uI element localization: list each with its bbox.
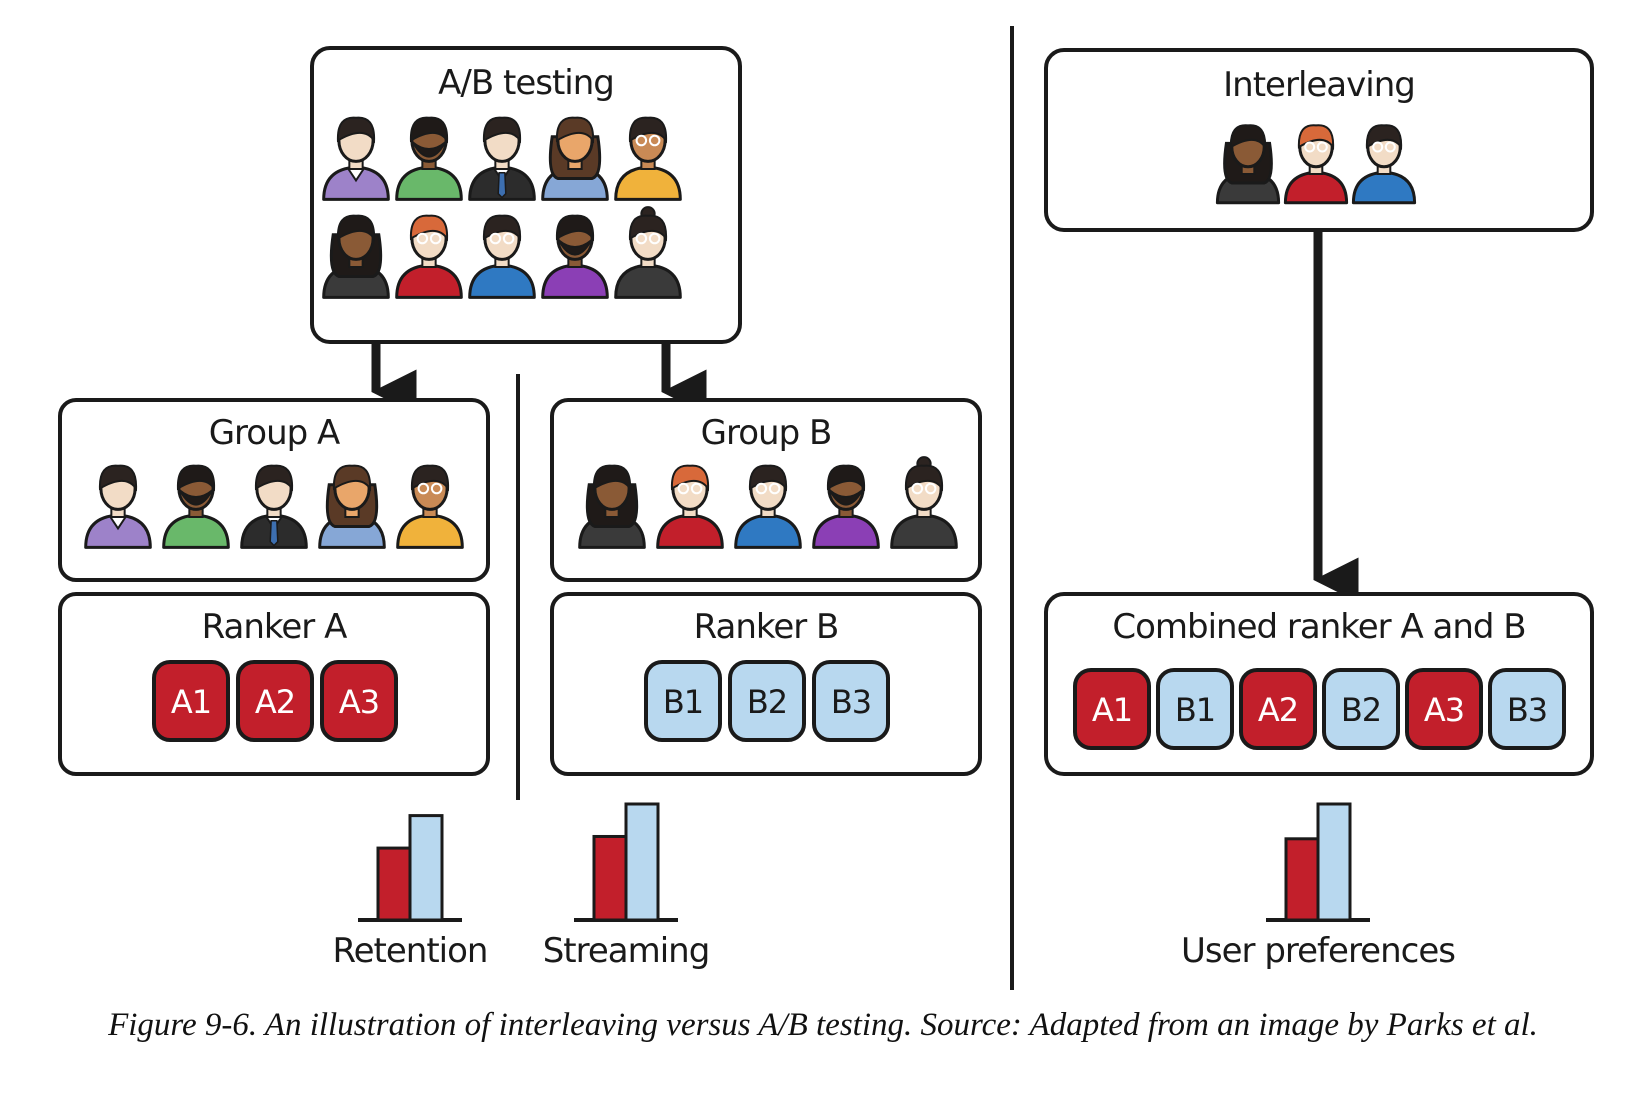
retention-label: Retention [333, 931, 488, 971]
bar-ranker-a [592, 834, 628, 922]
streaming-chart [574, 802, 678, 922]
group-a-title: Group A [209, 413, 340, 453]
bar-ranker-b [1316, 802, 1352, 922]
person-icon [1283, 124, 1349, 205]
person-icon [322, 214, 390, 299]
person-icon [614, 206, 682, 299]
ranked-item-b2: B2 [728, 660, 806, 742]
streaming-label: Streaming [543, 931, 710, 971]
person-icon [240, 464, 308, 549]
ranked-item-b1: B1 [1156, 668, 1234, 750]
ranked-item-label: B2 [1341, 691, 1381, 729]
person-icon [1351, 124, 1417, 205]
person-icon [541, 214, 609, 299]
ranked-item-b2: B2 [1322, 668, 1400, 750]
person-icon [890, 456, 958, 549]
person-icon [396, 464, 464, 549]
person-icon [1215, 124, 1281, 205]
ranked-item-a1: A1 [152, 660, 230, 742]
group-a-box: Group A [58, 398, 490, 582]
person-icon [812, 464, 880, 549]
person-icon [162, 464, 230, 549]
ranked-item-label: B1 [1175, 691, 1215, 729]
ranked-item-label: B2 [747, 683, 787, 721]
person-icon [578, 464, 646, 549]
ab-testing-title: A/B testing [438, 63, 614, 103]
ranked-item-a3: A3 [1405, 668, 1483, 750]
group-b-title: Group B [701, 413, 832, 453]
ranker-b-box: Ranker B B1 B2 B3 [550, 592, 982, 776]
interleaving-people [1215, 124, 1417, 205]
person-icon [541, 116, 609, 201]
person-icon [318, 464, 386, 549]
person-icon [395, 214, 463, 299]
retention-chart [358, 814, 462, 922]
person-icon [734, 464, 802, 549]
ranked-item-label: B1 [663, 683, 703, 721]
group-a-people [84, 464, 464, 549]
ranked-item-b3: B3 [812, 660, 890, 742]
ab-testing-box: A/B testing [310, 46, 742, 344]
interleaving-vs-ab-diagram: A/B testing Group A Ranker A A1 A2 A3 Grou… [58, 26, 1594, 990]
ranked-item-b3: B3 [1488, 668, 1566, 750]
ranked-item-label: A3 [339, 683, 379, 721]
ranked-item-a3: A3 [320, 660, 398, 742]
bar-ranker-a [376, 846, 412, 922]
ranked-item-b1: B1 [644, 660, 722, 742]
ranker-b-items: B1 B2 B3 [644, 660, 890, 742]
ranker-a-box: Ranker A A1 A2 A3 [58, 592, 490, 776]
interleaving-title: Interleaving [1223, 65, 1415, 105]
combined-ranker-title: Combined ranker A and B [1112, 607, 1525, 647]
person-icon [322, 116, 390, 201]
ranked-item-a2: A2 [1239, 668, 1317, 750]
interleaving-box: Interleaving [1044, 48, 1594, 232]
ranked-item-a2: A2 [236, 660, 314, 742]
ranked-item-label: A1 [171, 683, 211, 721]
person-icon [656, 464, 724, 549]
person-icon [468, 214, 536, 299]
ranker-b-title: Ranker B [694, 607, 839, 647]
combined-ranker-items: A1 B1 A2 B2 A3 B3 [1073, 668, 1566, 750]
ranked-item-label: A3 [1424, 691, 1464, 729]
group-b-box: Group B [550, 398, 982, 582]
ranked-item-label: A2 [1258, 691, 1298, 729]
ranked-item-label: B3 [1507, 691, 1547, 729]
person-icon [395, 116, 463, 201]
user-preferences-chart [1266, 802, 1370, 922]
ranked-item-label: A2 [255, 683, 295, 721]
person-icon [468, 116, 536, 201]
ranked-item-a1: A1 [1073, 668, 1151, 750]
bar-ranker-b [408, 814, 444, 922]
ranker-a-title: Ranker A [202, 607, 347, 647]
ranked-item-label: A1 [1092, 691, 1132, 729]
user-preferences-label: User preferences [1181, 931, 1455, 971]
figure-caption: Figure 9-6. An illustration of interleav… [108, 1007, 1538, 1043]
group-b-people [578, 456, 958, 549]
bar-ranker-b [624, 802, 660, 922]
ab-testing-people [322, 116, 682, 299]
person-icon [84, 464, 152, 549]
combined-ranker-box: Combined ranker A and B A1 B1 A2 B2 A3 B3 [1044, 592, 1594, 776]
bar-ranker-a [1284, 837, 1320, 922]
ranked-item-label: B3 [831, 683, 871, 721]
person-icon [614, 116, 682, 201]
ranker-a-items: A1 A2 A3 [152, 660, 398, 742]
